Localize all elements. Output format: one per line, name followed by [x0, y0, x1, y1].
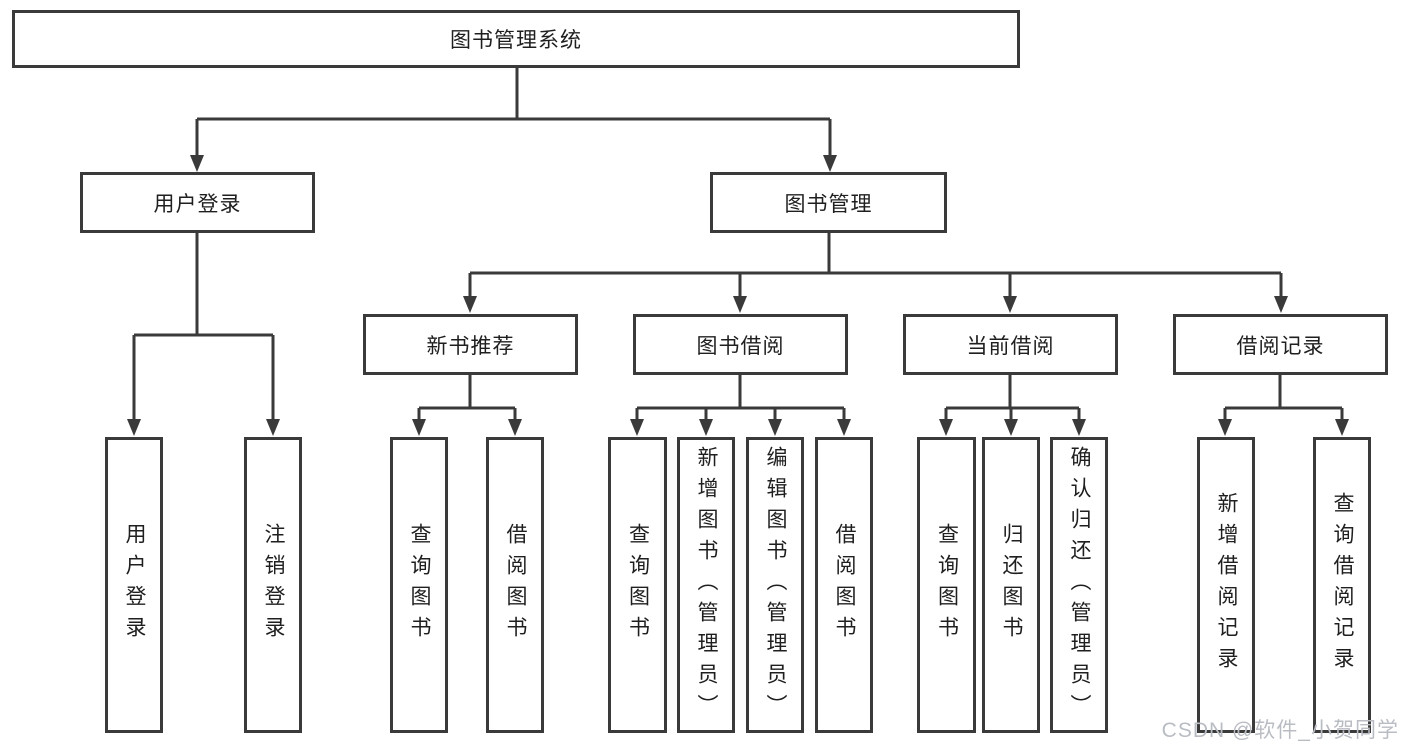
node-user-login-branch: 用户登录 [80, 172, 315, 233]
leaf-query-borrowing-record: 查询借阅记录 [1313, 437, 1371, 733]
leaf-query-books-current: 查询图书 [917, 437, 976, 733]
leaf-user-login: 用户登录 [105, 437, 163, 733]
leaf-confirm-return-admin: 确认归还（管理员） [1050, 437, 1108, 733]
leaf-borrow-books: 借阅图书 [815, 437, 873, 733]
csdn-watermark: CSDN @软件_小贺同学 [1161, 719, 1399, 742]
node-book-management-branch: 图书管理 [710, 172, 947, 233]
node-new-book-recommendation: 新书推荐 [363, 314, 578, 375]
leaf-borrow-books-recommendation: 借阅图书 [486, 437, 544, 733]
leaf-query-books-recommendation: 查询图书 [390, 437, 448, 733]
node-library-management-system: 图书管理系统 [12, 10, 1020, 68]
leaf-query-books-borrowing: 查询图书 [608, 437, 667, 733]
leaf-logout: 注销登录 [244, 437, 302, 733]
node-borrowing-records: 借阅记录 [1173, 314, 1388, 375]
leaf-add-books-admin: 新增图书（管理员） [677, 437, 735, 733]
node-current-borrowing: 当前借阅 [903, 314, 1118, 375]
leaf-edit-books-admin: 编辑图书（管理员） [746, 437, 804, 733]
node-book-borrowing: 图书借阅 [633, 314, 848, 375]
leaf-add-borrowing-record: 新增借阅记录 [1197, 437, 1255, 733]
leaf-return-books: 归还图书 [982, 437, 1040, 733]
